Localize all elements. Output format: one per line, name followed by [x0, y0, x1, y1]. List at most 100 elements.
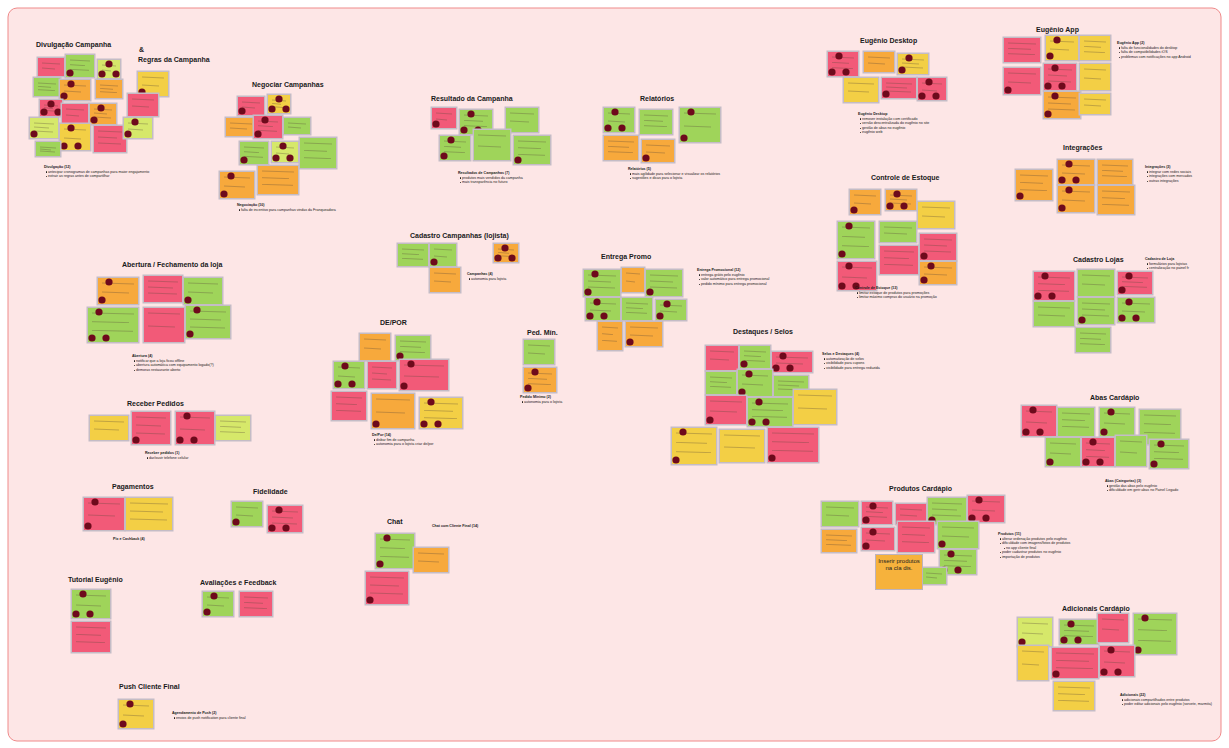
handwriting-scribble	[464, 120, 483, 121]
handwriting-scribble	[1082, 303, 1110, 304]
summary-bullet: gestão das abas pelo eugênio	[1109, 484, 1157, 488]
vote-dot	[740, 360, 747, 367]
handwriting-scribble	[70, 69, 89, 70]
vote-dot	[762, 418, 769, 425]
photo-frame	[897, 521, 936, 554]
summary-bullet: centralização no painel fr	[1149, 266, 1189, 270]
summary-bullet: pedido mínimo para entrega promocional	[701, 282, 767, 286]
handwriting-scribble	[772, 433, 814, 434]
vote-dot	[1065, 160, 1072, 167]
sticky-note	[272, 142, 298, 162]
handwriting-scribble	[902, 542, 929, 543]
handwriting-scribble	[1086, 456, 1109, 457]
sticky-note	[586, 298, 620, 320]
sticky-note	[706, 346, 738, 370]
sticky-note	[772, 352, 812, 372]
vote-dot	[400, 382, 407, 389]
handwriting-scribble	[676, 442, 707, 443]
handwriting-scribble	[1144, 432, 1175, 433]
bullet-dot	[1000, 552, 1001, 553]
summary-bullet: antecipar cronogramas de campanhas para …	[48, 170, 149, 174]
handwriting-scribble	[848, 83, 874, 84]
handwriting-scribble	[436, 113, 452, 114]
vote-dot	[286, 154, 293, 161]
cluster-heading: Eugênio App	[1036, 25, 1079, 34]
sticky-note	[680, 108, 720, 142]
cluster-heading: Entrega Promo	[601, 252, 651, 261]
photo-frame	[215, 415, 252, 442]
sticky-note	[1080, 94, 1110, 114]
summary-line: Divulgação (12)	[44, 165, 149, 170]
handwriting-scribble	[902, 534, 925, 535]
handwriting-scribble	[854, 195, 876, 196]
vote-dot	[514, 156, 521, 163]
photo-frame	[513, 135, 552, 166]
vote-dot	[1051, 64, 1058, 71]
bullet-dot	[469, 278, 470, 279]
vote-dot	[845, 222, 852, 229]
sticky-note	[622, 268, 644, 292]
summary-line: abertura automática com equipamento loga…	[132, 363, 214, 368]
vote-dot	[447, 136, 454, 143]
handwriting-scribble	[1038, 290, 1069, 291]
vote-dot	[47, 100, 54, 107]
photo-frame	[1043, 63, 1078, 92]
handwriting-scribble	[242, 102, 260, 103]
handwriting-scribble	[128, 129, 143, 130]
cluster-heading: Resultado da Campanha	[431, 94, 513, 103]
vote-dot	[745, 370, 752, 377]
sticky-note	[30, 118, 58, 138]
sticky-note	[922, 568, 946, 584]
vote-dot	[334, 380, 341, 387]
photo-frame	[202, 591, 235, 618]
handwriting-scribble	[76, 634, 101, 635]
sticky-note	[604, 136, 638, 160]
vote-dot	[132, 436, 139, 443]
vote-dot	[838, 282, 845, 289]
sticky-note	[928, 498, 966, 524]
photo-frame	[231, 501, 264, 528]
handwriting-scribble	[1122, 286, 1147, 287]
vote-dot	[593, 298, 600, 305]
handwriting-scribble	[646, 152, 665, 153]
photo-frame	[861, 527, 896, 552]
handwriting-scribble	[1038, 284, 1065, 285]
summary-line: falta de incentivo para campanhas vindas…	[237, 208, 336, 213]
sticky-note	[420, 398, 462, 428]
photo-frame	[299, 137, 338, 170]
sticky-note	[672, 428, 716, 464]
vote-dot	[240, 156, 247, 163]
bullet-dot	[1147, 181, 1148, 182]
photo-frame	[59, 79, 92, 102]
handwriting-scribble	[942, 536, 969, 537]
bullet-dot	[1119, 47, 1120, 48]
photo-frame	[967, 495, 1006, 524]
sticky-note	[430, 244, 456, 266]
sticky-note	[1044, 92, 1080, 118]
handwriting-scribble	[402, 254, 419, 255]
sticky-note	[642, 140, 674, 162]
handwriting-scribble	[1102, 198, 1125, 199]
summary-bullet: produtos mais vendidos da campanha	[462, 176, 523, 180]
sticky-note	[862, 528, 894, 550]
photo-frame	[29, 117, 60, 140]
summary-line: mais transparência no futuro	[458, 180, 523, 185]
summary-bullet: limitar máximo compras do usuário na pro…	[859, 295, 937, 299]
handwriting-scribble	[518, 154, 545, 155]
vote-dot	[1065, 186, 1072, 193]
vote-dot	[626, 338, 633, 345]
handwriting-scribble	[826, 507, 854, 508]
vote-dot	[1036, 428, 1043, 435]
handwriting-scribble	[76, 627, 106, 628]
cluster-heading: Regras da Campanha	[138, 55, 210, 64]
sticky-note	[66, 55, 94, 77]
handwriting-scribble	[98, 143, 121, 144]
photo-frame	[1045, 35, 1080, 62]
summary-heading: Resultados de Campanhas (7)	[458, 171, 509, 175]
photo-frame	[219, 171, 256, 200]
handwriting-scribble	[136, 425, 161, 426]
handwriting-scribble	[498, 252, 509, 253]
sticky-note	[720, 430, 764, 462]
handwriting-scribble	[304, 143, 332, 144]
handwriting-scribble	[436, 119, 447, 120]
